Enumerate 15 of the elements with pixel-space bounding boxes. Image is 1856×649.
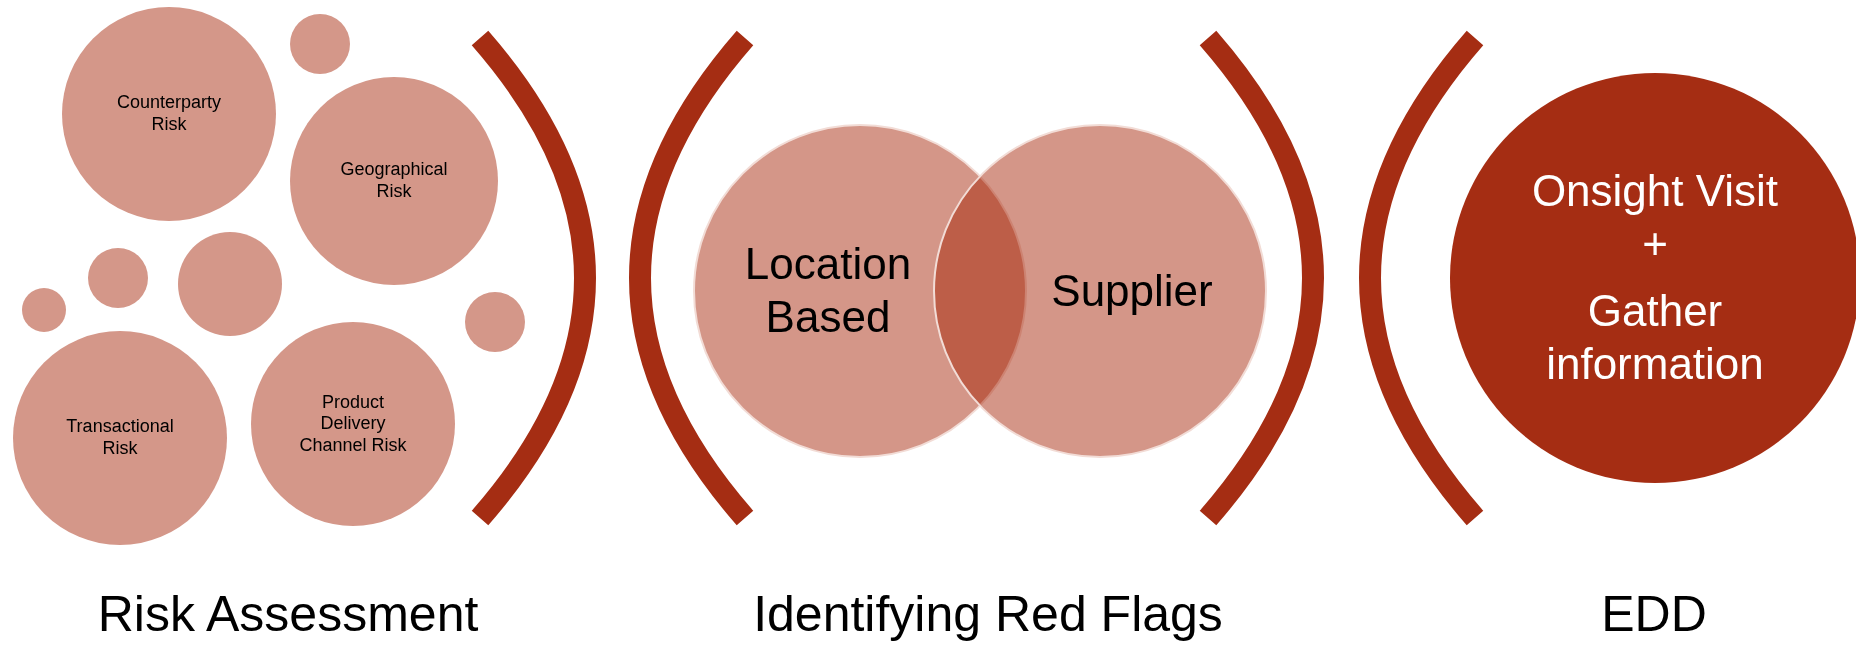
circle-bubble: [88, 248, 148, 308]
circle-bubble: [465, 292, 525, 352]
circle-label: Transactional Risk: [65, 416, 175, 460]
section-caption: Risk Assessment: [97, 585, 479, 643]
circle-label: Location Based: [743, 238, 913, 343]
circle-label: Onsight Visit +: [1530, 165, 1780, 271]
section-caption: EDD: [1601, 585, 1707, 643]
circle-label: Geographical Risk: [339, 159, 449, 203]
circle-bubble: [290, 14, 350, 74]
circle-label: Supplier: [1051, 264, 1213, 317]
section-caption: Identifying Red Flags: [753, 585, 1223, 643]
circle-label: Gather information: [1545, 285, 1765, 390]
circle-label: Product Delivery Channel Risk: [298, 391, 408, 457]
circle-bubble: [22, 288, 66, 332]
circle-label: Counterparty Risk: [115, 92, 223, 136]
